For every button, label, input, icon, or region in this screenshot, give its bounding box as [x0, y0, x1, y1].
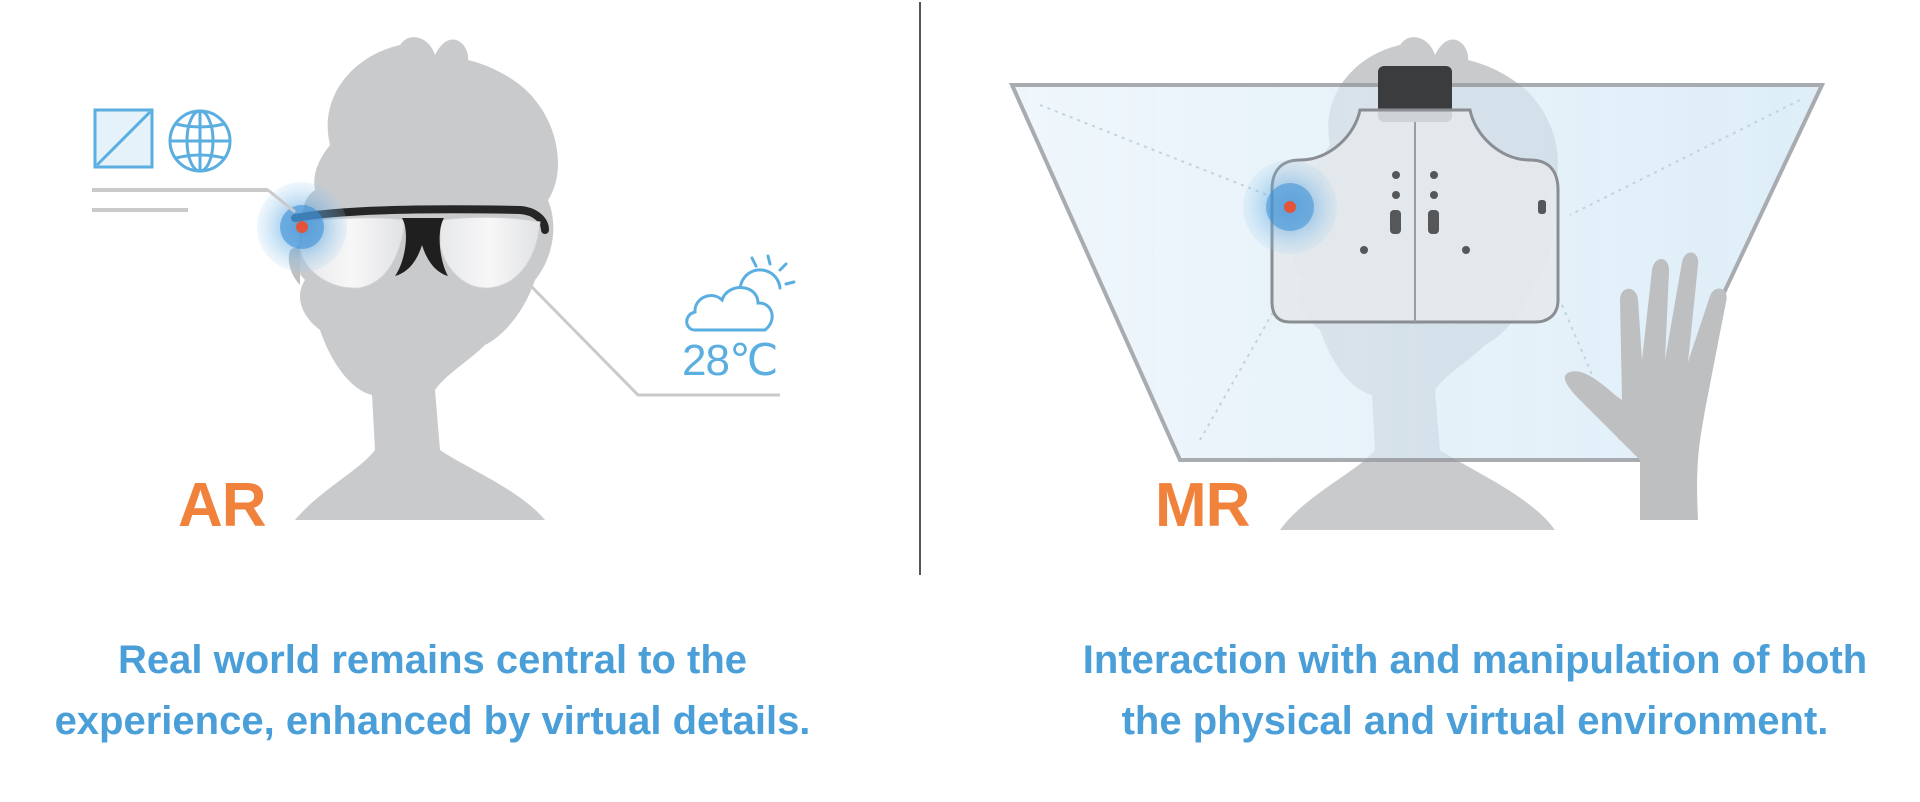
hand-icon — [1564, 252, 1727, 520]
mr-illustration — [1008, 37, 1826, 530]
ar-eye-dot — [296, 221, 308, 233]
ar-label: AR — [178, 471, 267, 540]
ar-caption-line-1: Real world remains central to the — [117, 638, 748, 682]
mr-label: MR — [1155, 471, 1250, 540]
ar-caption: Real world remains central to the experi… — [0, 630, 865, 752]
globe-icon — [168, 109, 232, 173]
mr-caption: Interaction with and manipulation of bot… — [1030, 630, 1920, 752]
mr-eye-dot — [1284, 201, 1296, 213]
window-icon — [93, 108, 154, 169]
headset-icon — [1270, 66, 1560, 324]
sunglasses-icon — [291, 205, 549, 289]
partly-cloudy-icon — [685, 254, 796, 332]
ar-virtual-ui-callout — [92, 108, 296, 214]
ar-head-illustration — [257, 37, 558, 520]
mr-caption-line-2: the physical and virtual environment. — [1121, 699, 1829, 743]
weather-temperature: 28℃ — [682, 336, 778, 385]
ar-caption-line-2: experience, enhanced by virtual details. — [54, 699, 811, 743]
ar-weather-callout — [523, 254, 796, 397]
mr-caption-line-1: Interaction with and manipulation of bot… — [1082, 638, 1868, 682]
